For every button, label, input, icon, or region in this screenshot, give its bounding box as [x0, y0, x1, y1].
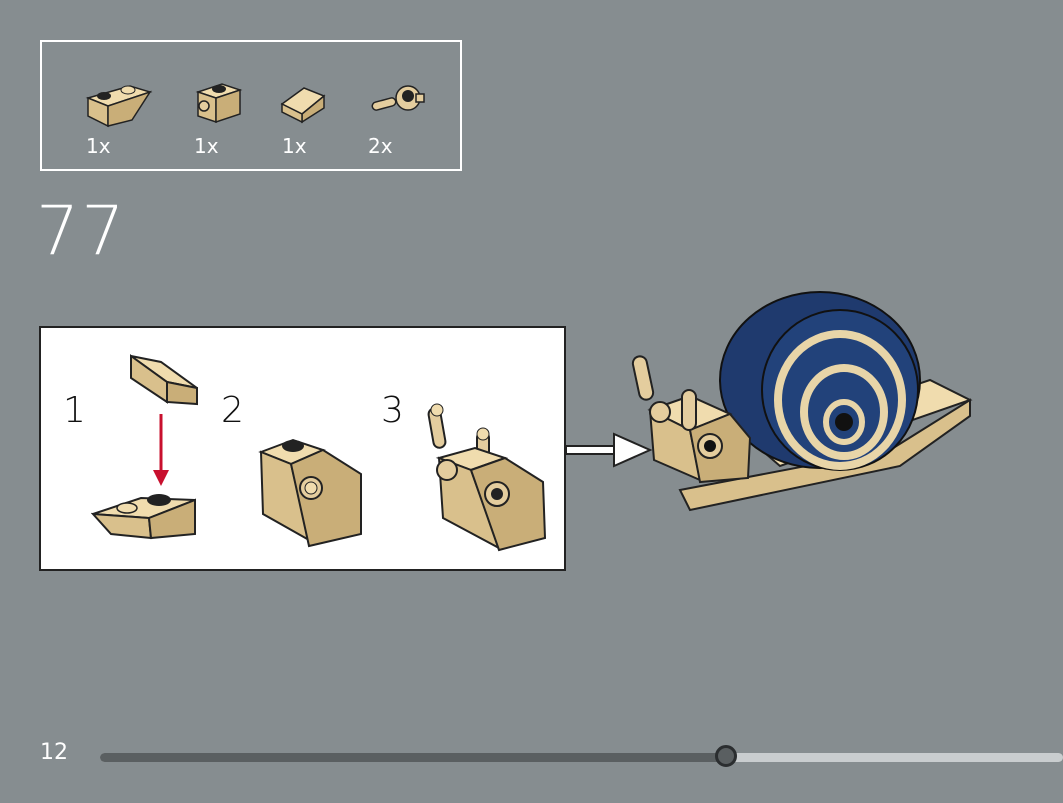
snail-model-illustration: [631, 291, 973, 512]
step-number: 77: [36, 192, 127, 271]
substep-3-illustration: [427, 403, 547, 552]
part-item: 2x: [364, 62, 444, 162]
progress-fill: [100, 753, 726, 762]
sub-assembly-callout: 1 2 3: [39, 326, 566, 571]
tan-clip-with-bar-icon: [371, 85, 425, 111]
part-item: 1x: [190, 62, 270, 162]
tan-brick-with-side-stud-icon: [195, 83, 243, 124]
part-quantity: 1x: [194, 134, 219, 158]
part-quantity: 2x: [368, 134, 393, 158]
parts-list-callout: 1x 1x 1x 2x: [40, 40, 462, 171]
part-quantity: 1x: [282, 134, 307, 158]
callout-arrow-icon: [566, 432, 653, 468]
progress-handle[interactable]: [714, 745, 737, 767]
substep-1-illustration: [91, 354, 198, 540]
substep-label: 1: [63, 390, 86, 431]
part-item: 1x: [278, 62, 358, 162]
substep-2-illustration: [258, 438, 362, 548]
tan-inverted-slope-brick-icon: [85, 85, 153, 128]
substep-label: 2: [221, 390, 244, 431]
part-item: 1x: [82, 62, 162, 162]
page-progress-slider[interactable]: [100, 745, 1063, 767]
tan-slope-tile-icon: [280, 87, 326, 124]
page-number: 12: [40, 740, 68, 765]
substep-label: 3: [381, 390, 404, 431]
part-quantity: 1x: [86, 134, 111, 158]
